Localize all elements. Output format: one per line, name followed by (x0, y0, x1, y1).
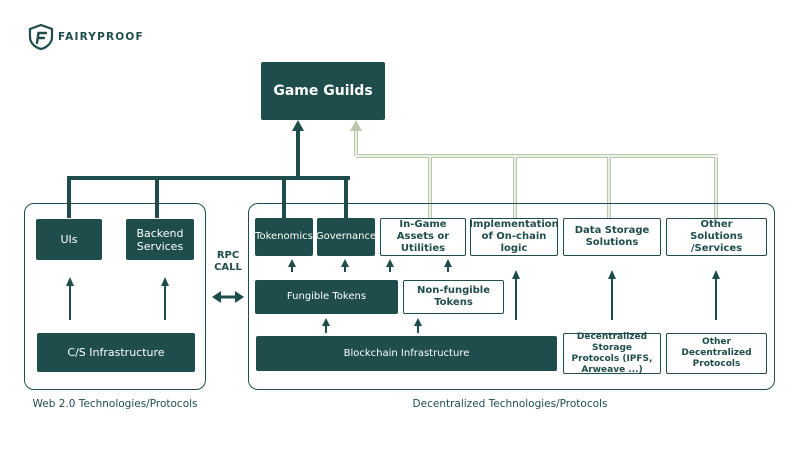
data-storage-node: Data Storage Solutions (563, 218, 661, 256)
tokenomics-node: Tokenomics (255, 218, 313, 256)
in-game-assets-node: In-Game Assets or Utilities (380, 218, 466, 256)
uis-node: UIs (36, 219, 102, 260)
decentralized-group (248, 203, 775, 390)
web2-group (24, 203, 206, 390)
rpc-label: RPC CALL (210, 250, 246, 274)
web2-caption: Web 2.0 Technologies/Protocols (32, 398, 198, 410)
onchain-logic-node: Implementation of On-chain logic (469, 218, 559, 256)
brand-name: FAIRYPROOF (58, 31, 144, 43)
rpc-line2: CALL (214, 262, 242, 273)
governance-node: Governance (316, 218, 376, 256)
decentralized-storage-protocols-node: Decentralized Storage Protocols (IPFS, A… (563, 332, 661, 375)
blockchain-infrastructure-node: Blockchain Infrastructure (256, 336, 557, 371)
rpc-line1: RPC (216, 250, 240, 261)
backend-services-node: Backend Services (126, 219, 194, 260)
game-guilds-node: Game Guilds (261, 62, 385, 120)
fungible-tokens-node: Fungible Tokens (255, 280, 398, 314)
non-fungible-tokens-node: Non-fungible Tokens (403, 280, 504, 314)
other-decentralized-protocols-node: Other Decentralized Protocols (666, 333, 767, 374)
cs-infrastructure-node: C/S Infrastructure (37, 333, 195, 372)
other-solutions-node: Other Solutions /Services (666, 218, 767, 256)
f-shield-icon (28, 24, 54, 50)
decentralized-caption: Decentralized Technologies/Protocols (412, 398, 608, 410)
